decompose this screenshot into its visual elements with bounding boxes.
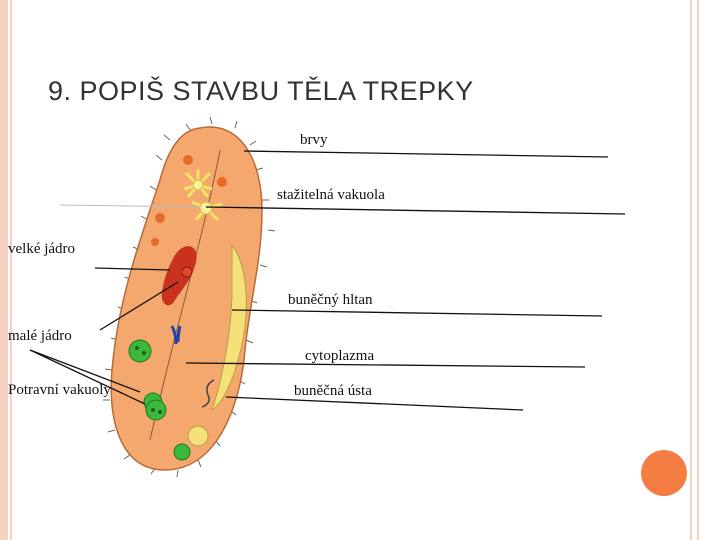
label-bunecny-hltan: buněčný hltan (288, 292, 373, 308)
food-vacuole-3 (145, 399, 167, 421)
contractile-vacuole-top (183, 169, 213, 198)
slide-title: 9. POPIŠ STAVBU TĚLA TREPKY (48, 76, 474, 106)
label-brvy: brvy (300, 132, 328, 148)
label-stazitelna-vakuola: stažitelná vakuola (277, 187, 385, 203)
yellow-vacuole (187, 425, 209, 447)
blue-shape (170, 325, 182, 345)
contractile-vacuole-mid (191, 200, 223, 222)
decorative-circle (641, 450, 687, 496)
food-vacuole-4 (173, 443, 191, 461)
pointer-lines (29, 150, 626, 411)
label-cytoplazma: cytoplazma (305, 348, 375, 364)
label-velke-jadro: velké jádro (8, 241, 76, 257)
cytoplasm-stroke (59, 204, 201, 208)
oral-groove (211, 243, 247, 412)
cilia (103, 116, 276, 478)
label-male-jadro: malé jádro (8, 328, 72, 344)
macronucleus (161, 246, 197, 306)
slide-frame-right-inner (697, 0, 699, 540)
slide-frame-left (0, 0, 8, 540)
label-potravni-vakuoly: Potravní vakuoly (8, 382, 111, 398)
oral-opening (201, 379, 215, 408)
food-vacuole-1 (128, 339, 152, 363)
label-bunecna-usta: buněčná ústa (294, 383, 372, 399)
micronucleus (181, 266, 193, 278)
slide-frame-left-inner (10, 0, 12, 540)
slide-frame-right (690, 0, 692, 540)
